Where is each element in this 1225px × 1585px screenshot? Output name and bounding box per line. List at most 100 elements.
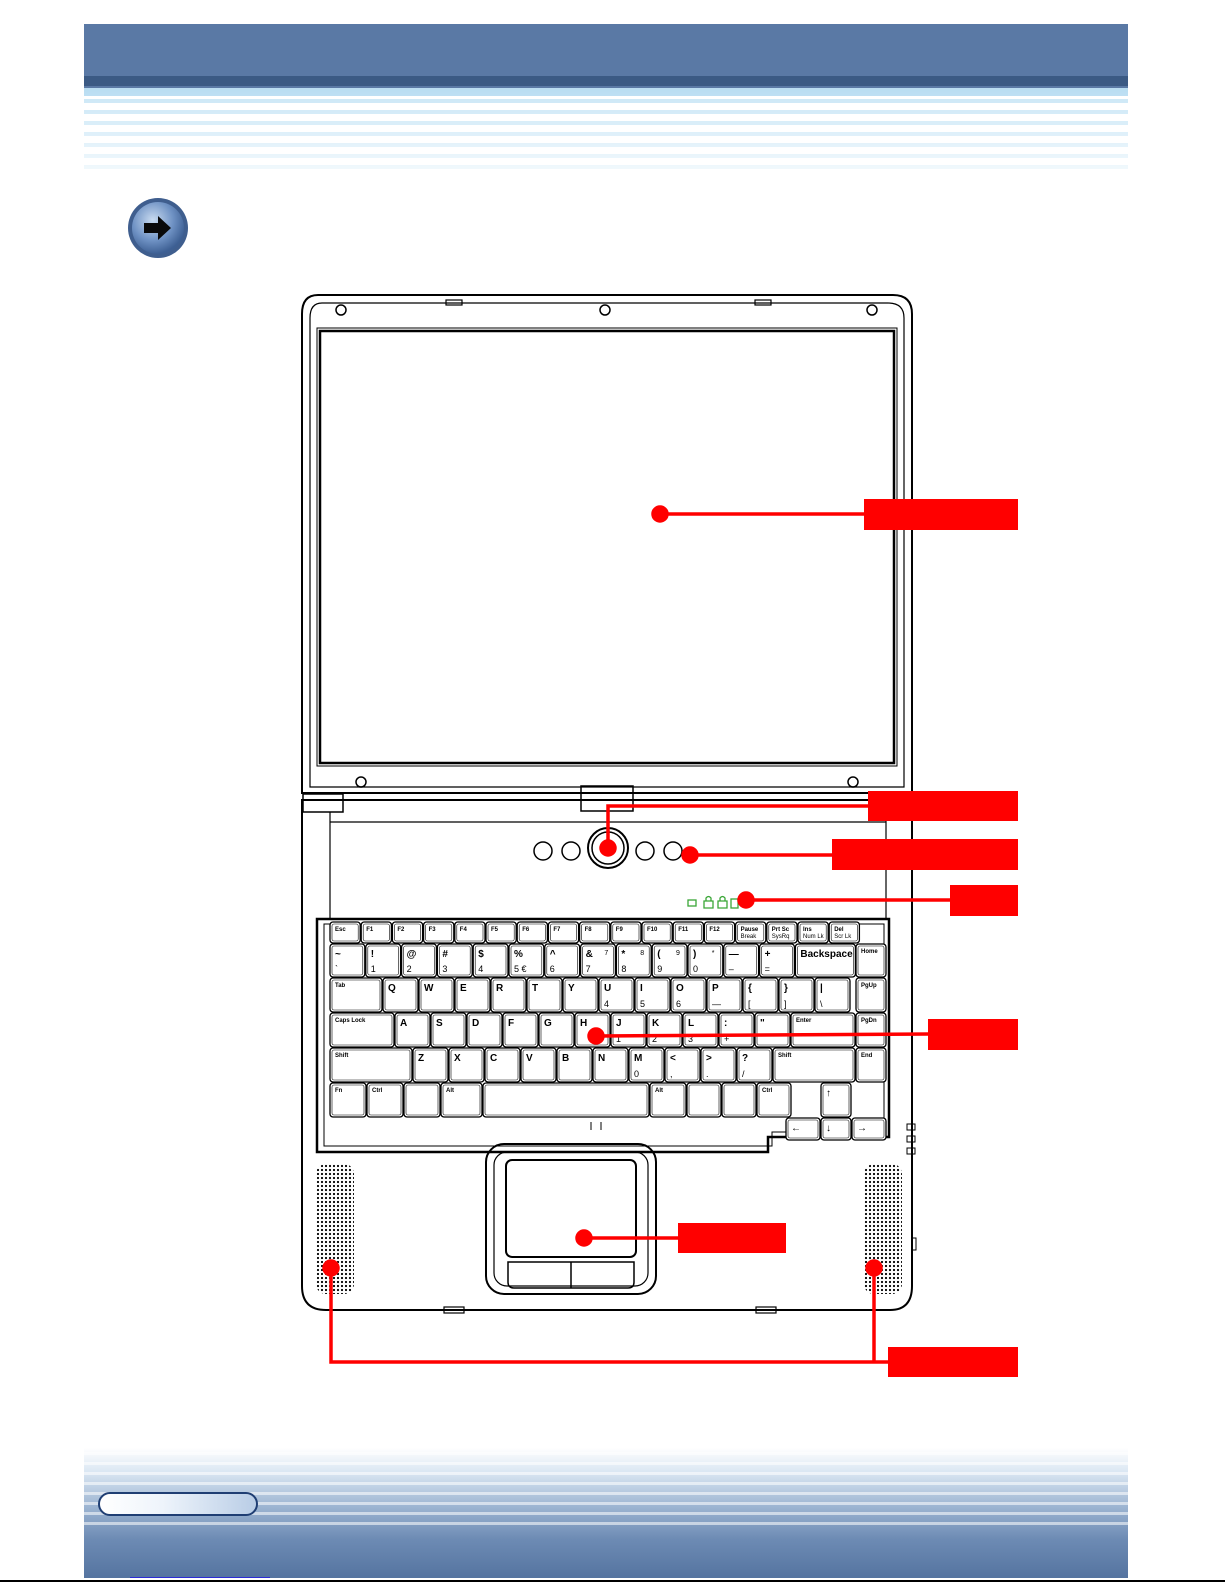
svg-text:?: ? <box>742 1053 748 1064</box>
key-6: F6 <box>516 921 549 944</box>
key-h-1: S <box>430 1012 467 1048</box>
svg-text:F7: F7 <box>553 927 561 933</box>
svg-text:6: 6 <box>676 999 681 1009</box>
svg-text:N: N <box>598 1053 605 1064</box>
svg-text:T: T <box>532 983 538 994</box>
key-3: F3 <box>422 921 455 944</box>
key-q-7: I5 <box>634 977 671 1013</box>
svg-text:Del: Del <box>834 927 844 933</box>
svg-text:2: 2 <box>652 1034 657 1044</box>
key-h-2: D <box>466 1012 503 1048</box>
key-s-2: C <box>484 1047 521 1083</box>
svg-text:.: . <box>706 1069 709 1079</box>
svg-text:–: – <box>729 964 734 974</box>
svg-text:$: $ <box>478 949 484 960</box>
svg-text:Ins: Ins <box>803 927 812 933</box>
svg-text:]: ] <box>784 999 787 1009</box>
callouts <box>322 505 952 1364</box>
key-num-12: += <box>758 943 796 978</box>
key-0: Esc <box>329 921 361 944</box>
svg-text:F9: F9 <box>616 927 624 933</box>
svg-text:Tab: Tab <box>335 983 346 989</box>
callout-speakers <box>888 1347 1018 1377</box>
svg-text:1: 1 <box>371 964 376 974</box>
svg-text:[: [ <box>748 999 751 1009</box>
svg-text:4: 4 <box>604 999 609 1009</box>
key-alt-right: Alt <box>649 1082 687 1118</box>
base-latch <box>755 1306 777 1314</box>
key-q-9: P— <box>706 977 743 1013</box>
key-pgup: PgUp <box>855 977 887 1013</box>
svg-text:F5: F5 <box>491 927 499 933</box>
svg-text:<: < <box>670 1053 676 1064</box>
key-q-3: R <box>490 977 527 1013</box>
svg-text:*: * <box>621 949 625 960</box>
drive-indicator-icon <box>730 898 739 909</box>
svg-text:E: E <box>460 983 467 994</box>
svg-text:5 €: 5 € <box>514 964 527 974</box>
svg-text:Num Lk: Num Lk <box>803 934 825 940</box>
key-s-8: >. <box>700 1047 737 1083</box>
svg-text:+: + <box>765 949 771 960</box>
svg-text:Ctrl: Ctrl <box>372 1088 383 1094</box>
svg-text:F11: F11 <box>678 927 689 933</box>
quick-launch-button <box>533 841 553 861</box>
key-q-11: }] <box>778 977 815 1013</box>
callout-touchpad <box>678 1223 786 1253</box>
svg-text:K: K <box>652 1018 660 1029</box>
svg-text:F10: F10 <box>647 927 658 933</box>
svg-text:": " <box>760 1018 765 1029</box>
key-h-3: F <box>502 1012 539 1048</box>
callout-power-button <box>868 791 1018 821</box>
svg-text:Shift: Shift <box>335 1053 348 1059</box>
key-num-10: )0 <box>687 943 724 978</box>
header-stripes <box>84 88 1128 172</box>
key-num-4: $4 <box>472 943 509 978</box>
svg-text:@: @ <box>407 949 417 960</box>
callout-dot-speaker-right <box>865 1259 883 1277</box>
svg-text::: : <box>724 1018 727 1029</box>
svg-text:R: R <box>496 983 504 994</box>
key-num-5: %5 € <box>508 943 545 978</box>
svg-text:Alt: Alt <box>446 1088 454 1094</box>
lid-outline <box>301 294 913 794</box>
key-num-1: !1 <box>365 943 402 978</box>
key-q-6: U4 <box>598 977 635 1013</box>
svg-text:6: 6 <box>550 964 555 974</box>
key-h-4: G <box>538 1012 575 1048</box>
base-outline <box>301 799 913 1311</box>
footer-link-underline <box>130 1577 270 1578</box>
key-q-1: W <box>418 977 455 1013</box>
key-q-12: |\ <box>814 977 851 1013</box>
key-caps: Caps Lock <box>329 1012 395 1048</box>
svg-text:Ctrl: Ctrl <box>762 1088 773 1094</box>
key-q-4: T <box>526 977 563 1013</box>
key-12: F12 <box>703 921 736 944</box>
svg-text:=: = <box>765 964 770 974</box>
svg-text:F6: F6 <box>522 927 530 933</box>
svg-text:1: 1 <box>616 1034 621 1044</box>
key-num-2: @2 <box>400 943 438 978</box>
svg-text:X: X <box>454 1053 461 1064</box>
touchpad-buttons <box>507 1261 635 1289</box>
svg-text:+: + <box>724 1034 729 1044</box>
callout-dot-lcd <box>651 505 669 523</box>
key-enter: Enter <box>790 1012 856 1048</box>
keyboard-frame <box>315 917 891 1154</box>
quick-launch-button <box>561 841 581 861</box>
key-q-10: {[ <box>742 977 779 1013</box>
key-q-2: E <box>454 977 491 1013</box>
svg-text:Enter: Enter <box>796 1018 812 1024</box>
lid-screw <box>847 776 859 788</box>
svg-text:U: U <box>604 983 611 994</box>
svg-text:F12: F12 <box>709 927 720 933</box>
svg-text:2: 2 <box>407 964 412 974</box>
svg-text:\: \ <box>820 999 823 1009</box>
callout-status-indicators <box>950 885 1018 916</box>
svg-text:F3: F3 <box>429 927 437 933</box>
lock-indicator-icon <box>717 895 728 909</box>
svg-text:8: 8 <box>621 964 626 974</box>
